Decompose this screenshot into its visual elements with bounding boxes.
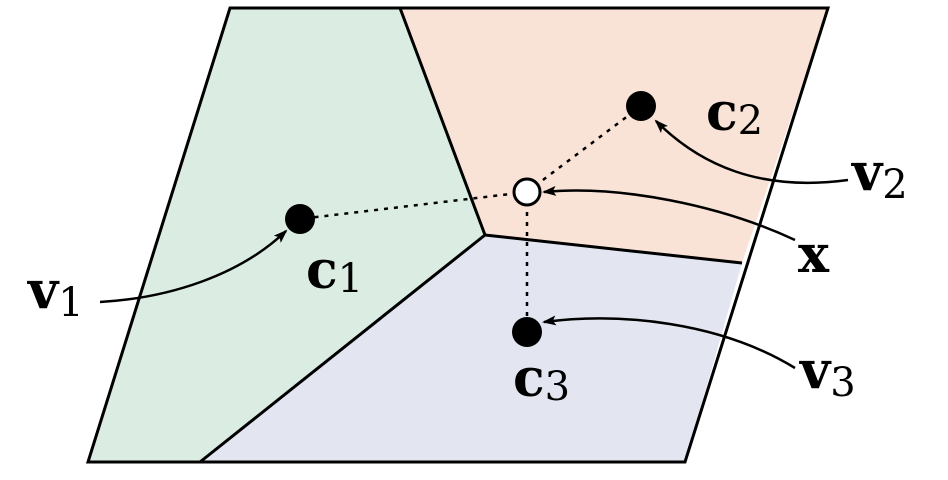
dotted-link-x-c2 [526,105,642,193]
outer-boundary [85,6,831,464]
region-3-cell [200,235,742,462]
label-c1: c1 [306,240,363,302]
cell-boundaries [85,6,831,464]
arrow-x [542,185,796,242]
dotted-link-x-c1 [299,190,528,221]
arrow-v3 [542,315,796,370]
label-v3: v3 [799,340,856,406]
point-x [512,177,542,207]
label-x: x [798,224,830,285]
label-c2: c2 [706,82,763,144]
point-c3 [512,317,542,347]
point-c1 [285,204,315,234]
dotted-links [299,105,642,332]
label-v2: v2 [851,142,908,208]
vector-arrows [99,119,849,370]
boundary-2-3 [484,233,743,265]
label-v1: v1 [27,260,84,326]
boundary-1-3 [199,233,486,464]
arrow-v1 [99,229,288,304]
label-c3: c3 [513,348,570,410]
region-2-cell [400,8,828,263]
boundary-1-2 [398,7,487,236]
point-c2 [626,91,656,121]
arrow-v2 [654,119,849,185]
